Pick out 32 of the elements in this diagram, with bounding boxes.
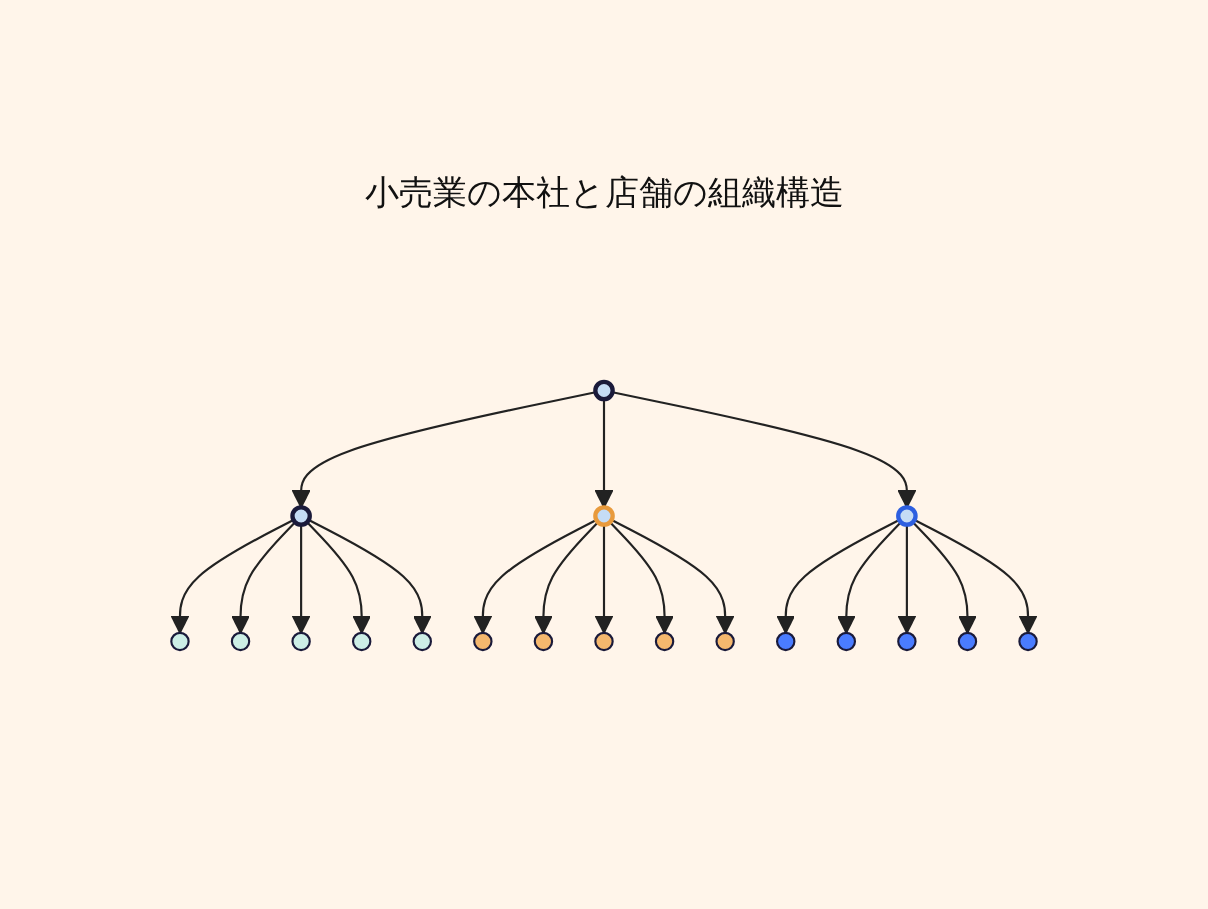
member-circle	[291, 631, 311, 652]
arrow	[914, 519, 1038, 634]
arrow	[836, 521, 902, 634]
arrow	[473, 519, 597, 634]
member-circle	[715, 631, 735, 652]
arrow	[533, 521, 599, 634]
member-circle	[533, 631, 554, 652]
arrow	[306, 521, 372, 634]
member-circle	[594, 631, 614, 652]
arrow	[611, 519, 735, 634]
member-circle	[836, 631, 857, 652]
arrow	[609, 521, 675, 634]
arrow	[308, 519, 432, 634]
arrow	[170, 519, 294, 634]
arrow	[231, 521, 296, 634]
member-circle	[473, 631, 493, 652]
member-circle	[654, 631, 675, 652]
member-circle	[351, 631, 372, 652]
arrow	[776, 519, 900, 634]
member-circle	[897, 631, 917, 652]
member-circle	[1018, 631, 1038, 652]
member-circle	[230, 631, 251, 652]
avatar-circle	[593, 505, 615, 527]
avatar-circle	[593, 379, 615, 402]
member-circle	[170, 631, 190, 652]
avatar-circle	[896, 505, 918, 527]
member-circle	[957, 631, 978, 652]
member-circle	[412, 631, 432, 652]
avatar-circle	[290, 505, 312, 527]
diagram-title: 小売業の本社と店舗の組織構造	[364, 171, 844, 214]
arrow	[912, 521, 977, 634]
member-circle	[776, 631, 796, 652]
